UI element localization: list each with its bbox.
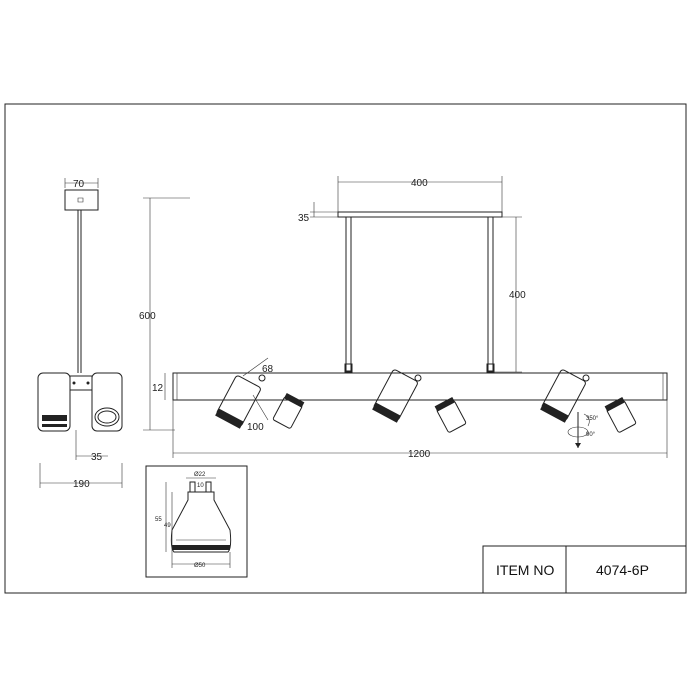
spot-width-label: 68 (262, 364, 274, 375)
canopy-width-label: 400 (411, 178, 428, 189)
bulb-height-total-label: 55 (155, 517, 162, 523)
bulb-body (170, 491, 232, 553)
side-spot-left (37, 372, 71, 432)
spot-length-label: 100 (247, 422, 264, 433)
bulb-height-body-label: 49 (164, 523, 171, 529)
overall-length-label: 1200 (408, 449, 431, 460)
rod-left (345, 216, 352, 372)
rod-right (487, 216, 494, 372)
drawing-frame (4, 103, 687, 594)
bar-thickness-label: 12 (152, 383, 164, 394)
main-bar (172, 372, 668, 401)
title-block: ITEM NO 4074-6P (482, 545, 687, 594)
spot-pair-3 (540, 369, 637, 433)
side-width-label: 190 (73, 479, 90, 490)
bulb-detail-frame (145, 465, 248, 578)
canopy-thickness-label: 35 (298, 213, 310, 224)
side-top-width-label: 70 (73, 179, 85, 190)
rotation-indicator: 350° 90° (567, 412, 599, 448)
side-canopy (64, 189, 99, 211)
rotate-label-b: 90° (586, 432, 596, 438)
side-view: 70 35 190 (37, 178, 123, 490)
bulb-face-diameter-label: Ø50 (194, 563, 206, 569)
overall-height-label: 600 (139, 311, 156, 322)
spot-pair-1 (215, 374, 305, 429)
canopy (337, 211, 503, 218)
side-spot-right (91, 372, 123, 432)
drop-height-label: 400 (509, 290, 526, 301)
bulb-detail: Ø22 10 55 49 Ø50 (145, 465, 248, 578)
item-no-value: 4074-6P (596, 562, 649, 578)
bulb-pin-spacing-label: 10 (197, 483, 204, 489)
spot-pair-2 (372, 369, 467, 433)
bulb-top-diameter-label: Ø22 (194, 472, 206, 478)
side-spacing-label: 35 (91, 452, 103, 463)
item-no-label: ITEM NO (496, 562, 554, 578)
front-view: 600 12 400 35 400 (139, 176, 668, 460)
rotate-label-a: 350° (586, 416, 599, 422)
